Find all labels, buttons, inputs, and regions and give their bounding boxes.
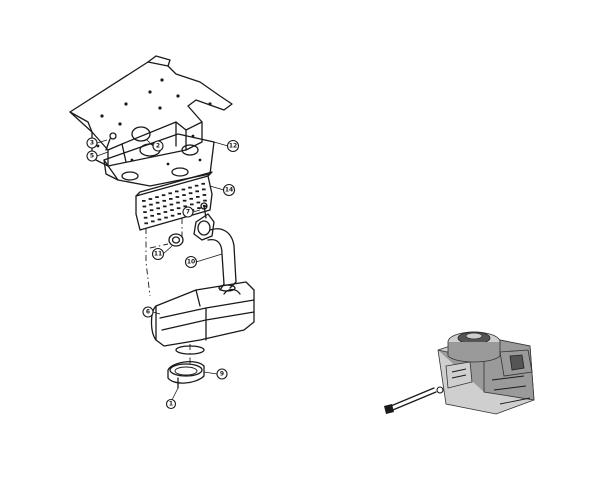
exhaust-flange [193, 202, 215, 241]
shield-slot [183, 205, 187, 208]
shield-slot [176, 201, 180, 204]
callout-1: 1 [169, 401, 173, 408]
shield-slot [155, 201, 160, 204]
shield-slot [196, 196, 200, 198]
engine-thumbnail [384, 331, 535, 415]
shield-slot [202, 194, 207, 196]
shield-slot [142, 205, 147, 208]
shield-slot [188, 192, 193, 195]
shield-slot [142, 200, 146, 202]
shield-slot [144, 222, 148, 225]
callout-6: 6 [146, 309, 150, 316]
shield-slot [143, 216, 148, 219]
shield-slot [156, 207, 160, 210]
shield-slot [169, 203, 174, 206]
shield-slot [169, 198, 173, 200]
shield-slot [151, 220, 155, 223]
perforated-heat-shield [135, 171, 213, 231]
shield-slot [170, 209, 174, 211]
shield-slot [168, 192, 172, 195]
shield-slot [157, 218, 162, 221]
gasket [168, 233, 184, 247]
callout-14: 14 [225, 187, 233, 194]
shield-slot [195, 190, 199, 193]
shield-slot [175, 190, 179, 193]
callouts: 3 5 2 12 14 7 11 10 6 9 1 [86, 137, 240, 410]
shield-slot [182, 194, 186, 196]
shield-slot [157, 213, 161, 215]
shield-slot [189, 197, 193, 200]
shield-slot [181, 188, 186, 191]
shield-slot [202, 188, 206, 191]
shield-slot [177, 212, 181, 215]
shield-slot [149, 203, 153, 206]
shield-slot [161, 194, 166, 197]
mounting-frame [69, 55, 233, 167]
assembly-lines [145, 218, 191, 364]
shield-slot [163, 205, 167, 208]
shield-slot [164, 216, 168, 219]
shield-slot [190, 203, 194, 206]
shield-slot [143, 211, 147, 213]
shield-slot [150, 214, 154, 217]
shield-slot [162, 199, 166, 202]
callout-10: 10 [187, 259, 195, 266]
shield-slot [182, 199, 187, 202]
callout-7: 7 [186, 209, 190, 216]
muffler-outlet [167, 360, 205, 389]
shield-slot [149, 209, 154, 212]
shield-slot [163, 211, 168, 213]
callout-2: 2 [156, 143, 160, 150]
muffler [150, 281, 255, 355]
callout-9: 9 [220, 371, 224, 378]
callout-3: 3 [90, 140, 94, 147]
shield-slot [203, 199, 207, 202]
shield-slot [196, 201, 201, 204]
shield-slot [155, 196, 159, 198]
shield-slot [170, 214, 175, 217]
shield-slot [203, 205, 208, 208]
shield-slot [197, 207, 201, 209]
callout-11: 11 [154, 251, 162, 258]
shield-slot [201, 182, 205, 185]
shield-slot [188, 186, 192, 189]
shield-slot [148, 198, 153, 200]
shield-slot [175, 196, 180, 198]
shield-slot [176, 207, 181, 210]
callout-5: 5 [90, 153, 94, 160]
exhaust-pipe [207, 228, 237, 292]
shield-slots [142, 182, 208, 225]
shield-slot [194, 184, 199, 187]
callout-12: 12 [229, 143, 237, 150]
